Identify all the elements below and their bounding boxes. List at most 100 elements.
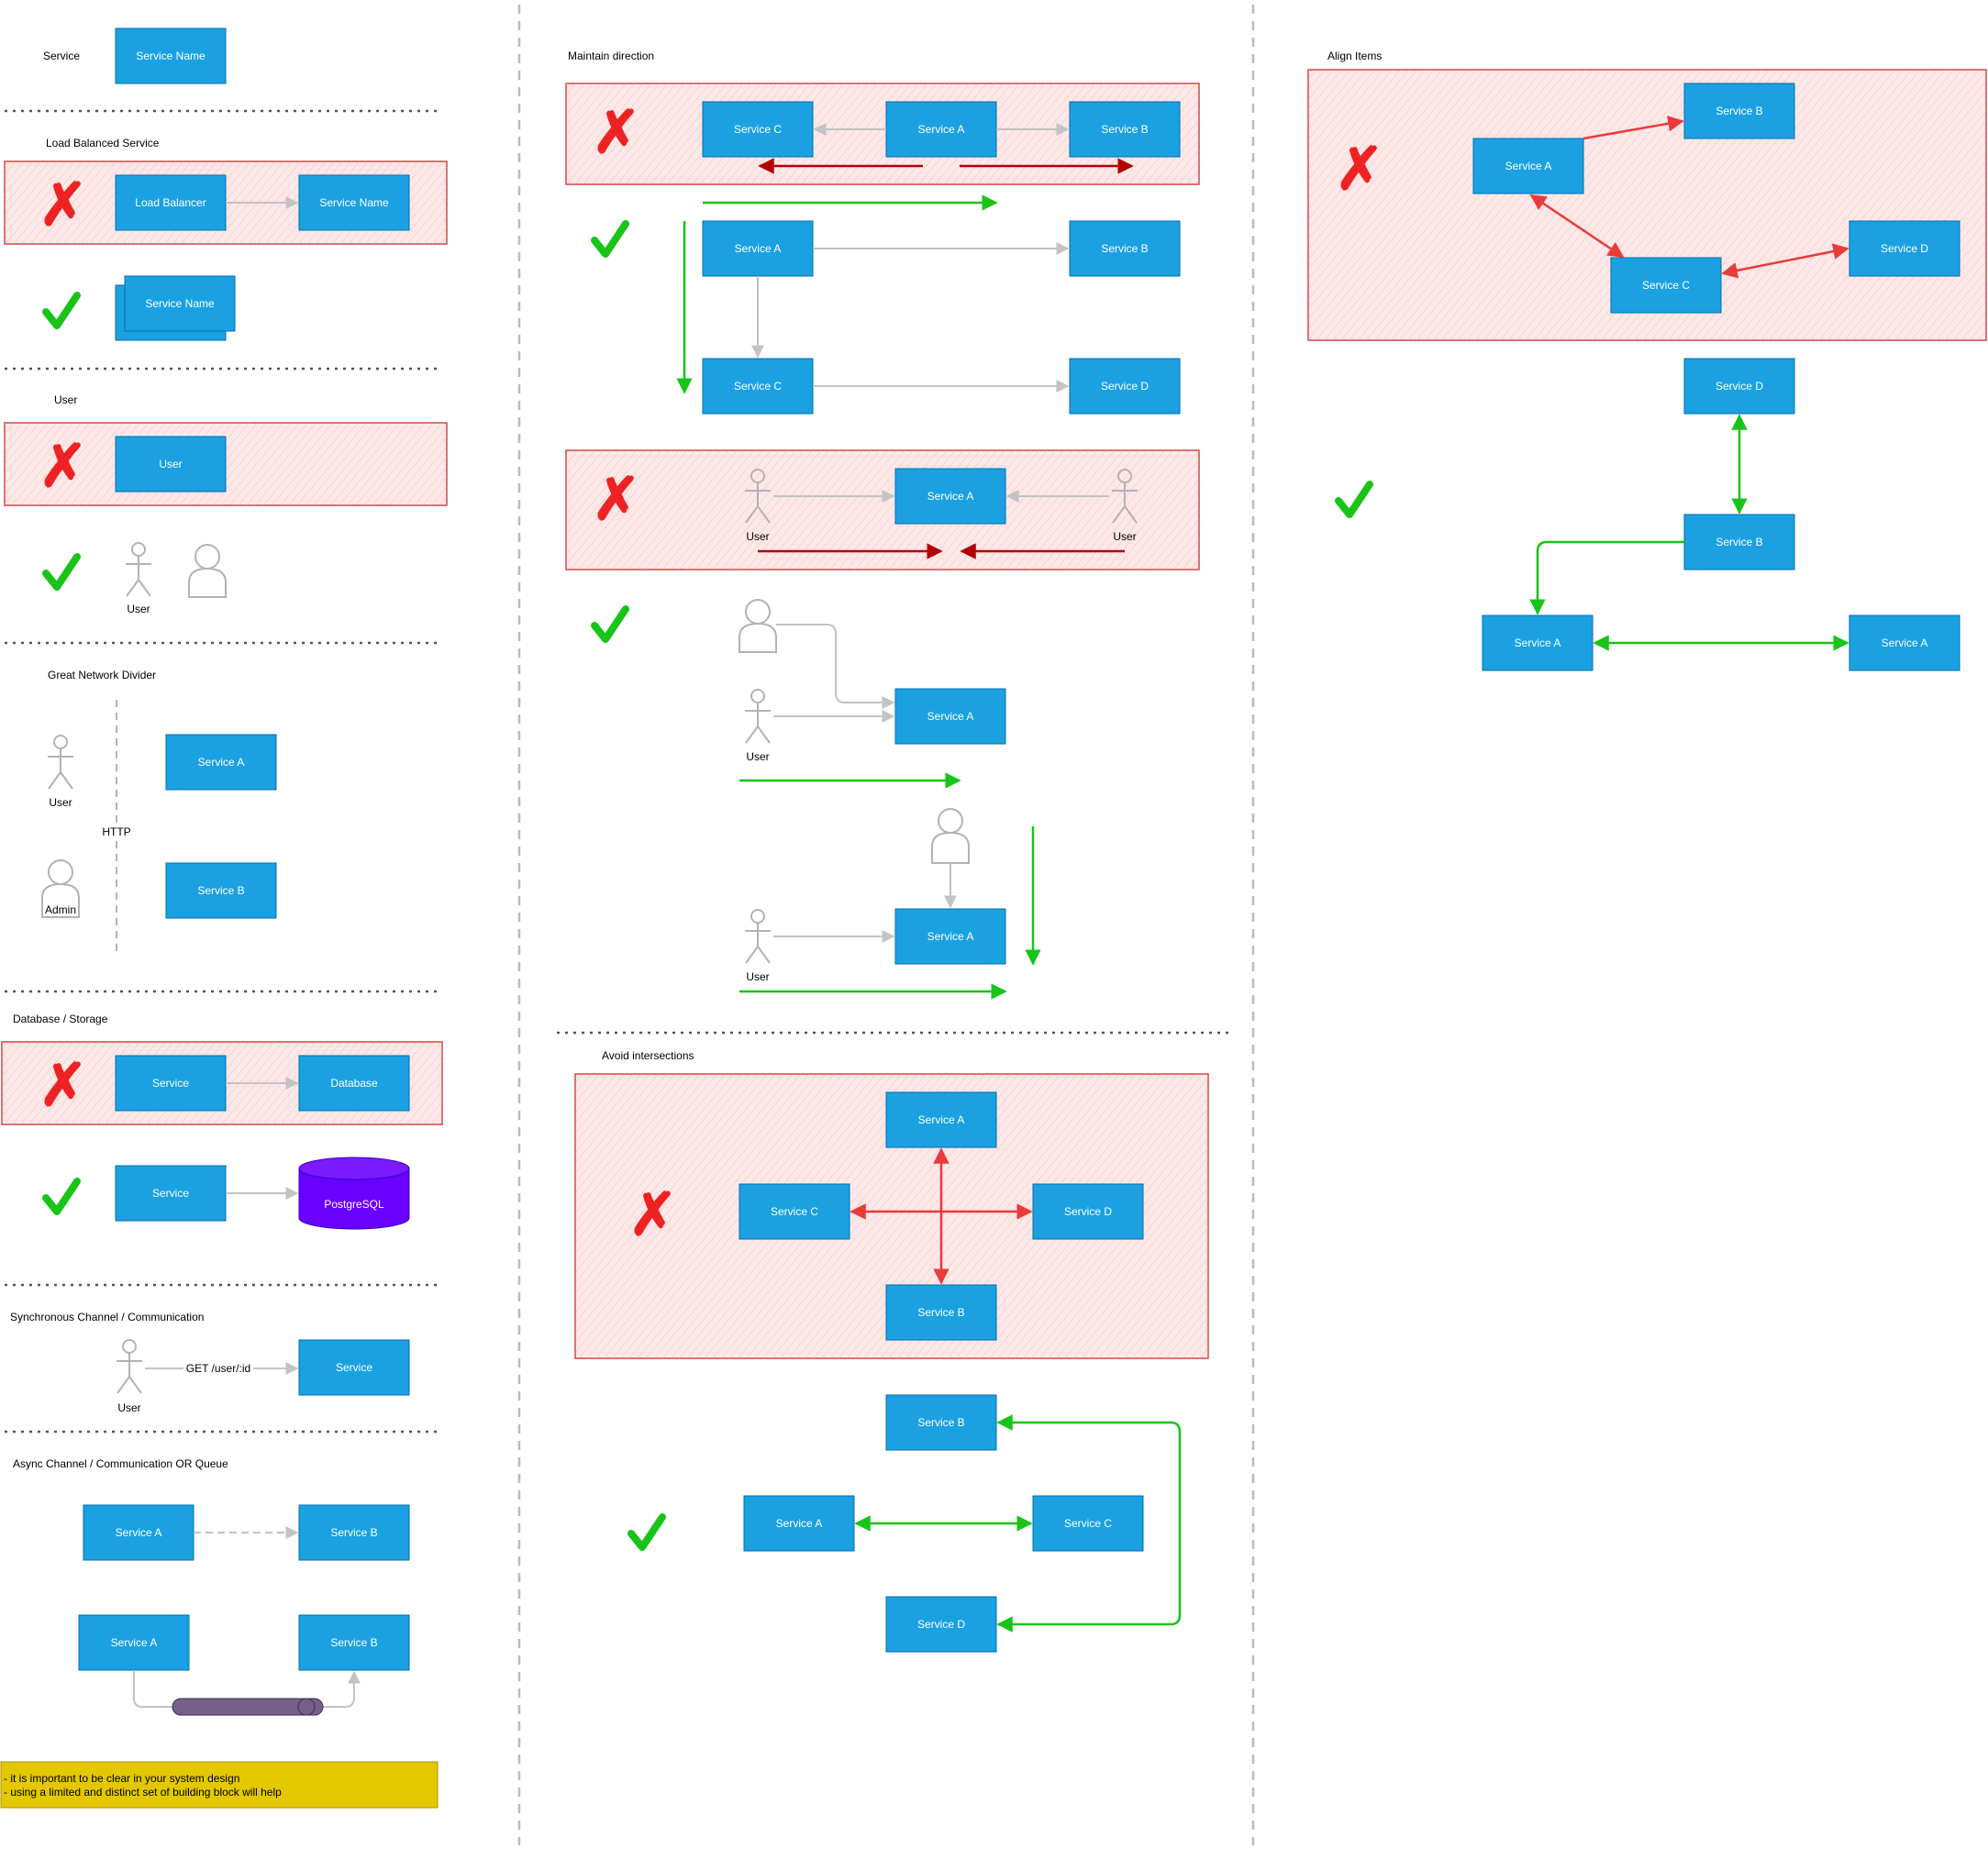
service-b-box[interactable] xyxy=(885,1284,997,1341)
check-icon xyxy=(591,220,629,258)
maintain-bad-users: ✗ User Service A User xyxy=(565,449,1200,570)
intersect-good: Service B Service A Service C Service D xyxy=(627,1394,1182,1653)
service-a-box[interactable] xyxy=(83,1504,194,1561)
service-a-label: Service A xyxy=(1515,637,1561,649)
user-stick-figure-icon[interactable] xyxy=(48,735,73,790)
user-stick-figure-icon[interactable] xyxy=(1112,469,1138,524)
service-d-label: Service D xyxy=(917,1618,965,1631)
service-a-box[interactable] xyxy=(885,1091,997,1148)
service-b-box[interactable] xyxy=(1069,220,1181,277)
service-d-box[interactable] xyxy=(1849,220,1960,277)
user-good: User xyxy=(42,542,227,615)
service-b-label: Service B xyxy=(197,884,244,897)
service-c-label: Service C xyxy=(771,1205,818,1218)
section-title-maintain-direction: Maintain direction xyxy=(568,50,654,62)
service-a-box[interactable] xyxy=(894,908,1006,965)
align-bad: ✗ Service A Service B Service C Service … xyxy=(1307,69,1987,341)
service-b-box[interactable] xyxy=(885,1394,997,1451)
network-divider-example: User HTTP Admin Service A Service B xyxy=(41,700,277,957)
service-a-box[interactable] xyxy=(885,101,997,158)
database-box[interactable] xyxy=(298,1055,410,1112)
sync-edge-label: GET /user/:id xyxy=(186,1362,250,1375)
service-c-box[interactable] xyxy=(702,358,814,415)
service-c-box[interactable] xyxy=(702,101,814,158)
user-label: User xyxy=(746,750,769,763)
load-balancer-box[interactable] xyxy=(115,174,227,231)
service-b-box[interactable] xyxy=(1683,83,1795,139)
service-label: Service xyxy=(152,1187,189,1200)
service-b-box[interactable] xyxy=(165,862,277,919)
service-box[interactable] xyxy=(298,1339,410,1396)
service-box[interactable] xyxy=(115,1165,227,1222)
check-icon xyxy=(591,605,629,643)
user-stick-figure-icon[interactable] xyxy=(117,1339,142,1394)
service-box[interactable] xyxy=(115,1055,227,1112)
user-avatar-icon[interactable] xyxy=(739,599,777,653)
service-b-label: Service B xyxy=(1101,123,1148,136)
user-stick-figure-icon[interactable] xyxy=(126,542,151,597)
cross-icon: ✗ xyxy=(39,1052,88,1118)
service-b-box[interactable] xyxy=(1069,101,1181,158)
service-b-box[interactable] xyxy=(298,1614,410,1671)
check-icon xyxy=(42,1178,81,1215)
service-a-left-box[interactable] xyxy=(1482,614,1594,671)
service-a-box[interactable] xyxy=(894,468,1006,525)
user-label: User xyxy=(746,530,769,543)
service-a-box[interactable] xyxy=(894,688,1006,745)
service-name-box[interactable] xyxy=(298,174,410,231)
service-a-right-box[interactable] xyxy=(1849,614,1960,671)
service-c-box[interactable] xyxy=(1610,257,1722,314)
cross-icon: ✗ xyxy=(592,466,641,532)
user-stick-figure-icon[interactable] xyxy=(745,689,771,744)
maintain-good-users-1: User Service A xyxy=(591,599,1006,789)
service-c-box[interactable] xyxy=(1032,1495,1144,1552)
user-label: User xyxy=(127,603,150,615)
database-bad: ✗ Service Database xyxy=(1,1041,443,1125)
service-d-box[interactable] xyxy=(1032,1183,1144,1240)
check-icon xyxy=(627,1513,666,1551)
service-d-box[interactable] xyxy=(885,1596,997,1653)
service-a-label: Service A xyxy=(1882,637,1928,649)
service-c-label: Service C xyxy=(734,123,782,136)
maintain-good-users-2: User Service A xyxy=(739,808,1041,1000)
section-title-user: User xyxy=(54,393,77,406)
service-b-box[interactable] xyxy=(298,1504,410,1561)
service-a-label: Service A xyxy=(918,123,965,136)
service-a-label: Service A xyxy=(198,756,245,769)
service-stack-front[interactable] xyxy=(124,275,236,332)
service-b-label: Service B xyxy=(1101,242,1148,255)
service-a-box[interactable] xyxy=(165,734,277,791)
service-d-box[interactable] xyxy=(1069,358,1181,415)
cross-icon: ✗ xyxy=(628,1181,678,1247)
database-good: Service PostgreSQL xyxy=(42,1157,410,1230)
database-label: Database xyxy=(330,1077,378,1090)
service-a-box[interactable] xyxy=(1472,138,1584,194)
service-b-box[interactable] xyxy=(1683,514,1795,570)
section-title-avoid-intersections: Avoid intersections xyxy=(602,1049,694,1062)
section-title-sync: Synchronous Channel / Communication xyxy=(10,1311,204,1323)
service-a-box[interactable] xyxy=(743,1495,855,1552)
user-as-service-box[interactable] xyxy=(115,436,227,493)
postgresql-cylinder-icon[interactable] xyxy=(298,1157,410,1230)
load-balanced-bad: ✗ Load Balancer Service Name xyxy=(4,161,448,245)
admin-avatar-icon[interactable] xyxy=(41,859,80,918)
service-box[interactable] xyxy=(115,28,227,84)
service-d-box[interactable] xyxy=(1683,358,1795,415)
user-label: User xyxy=(117,1401,140,1414)
check-icon xyxy=(1335,481,1373,518)
section-title-load-balanced: Load Balanced Service xyxy=(46,137,160,149)
user-avatar-icon[interactable] xyxy=(188,544,227,598)
service-a-box[interactable] xyxy=(78,1614,190,1671)
user-stick-figure-icon[interactable] xyxy=(745,469,771,524)
section-title-async: Async Channel / Communication OR Queue xyxy=(13,1457,228,1470)
postgresql-label: PostgreSQL xyxy=(324,1198,384,1211)
check-icon xyxy=(42,553,81,591)
service-c-box[interactable] xyxy=(739,1183,850,1240)
queue-icon[interactable] xyxy=(172,1698,324,1716)
user-avatar-icon[interactable] xyxy=(931,808,970,864)
service-b-label: Service B xyxy=(1716,105,1762,117)
user-stick-figure-icon[interactable] xyxy=(745,909,771,964)
check-icon xyxy=(42,292,81,329)
admin-label: Admin xyxy=(45,903,76,916)
section-title-database: Database / Storage xyxy=(13,1013,108,1025)
